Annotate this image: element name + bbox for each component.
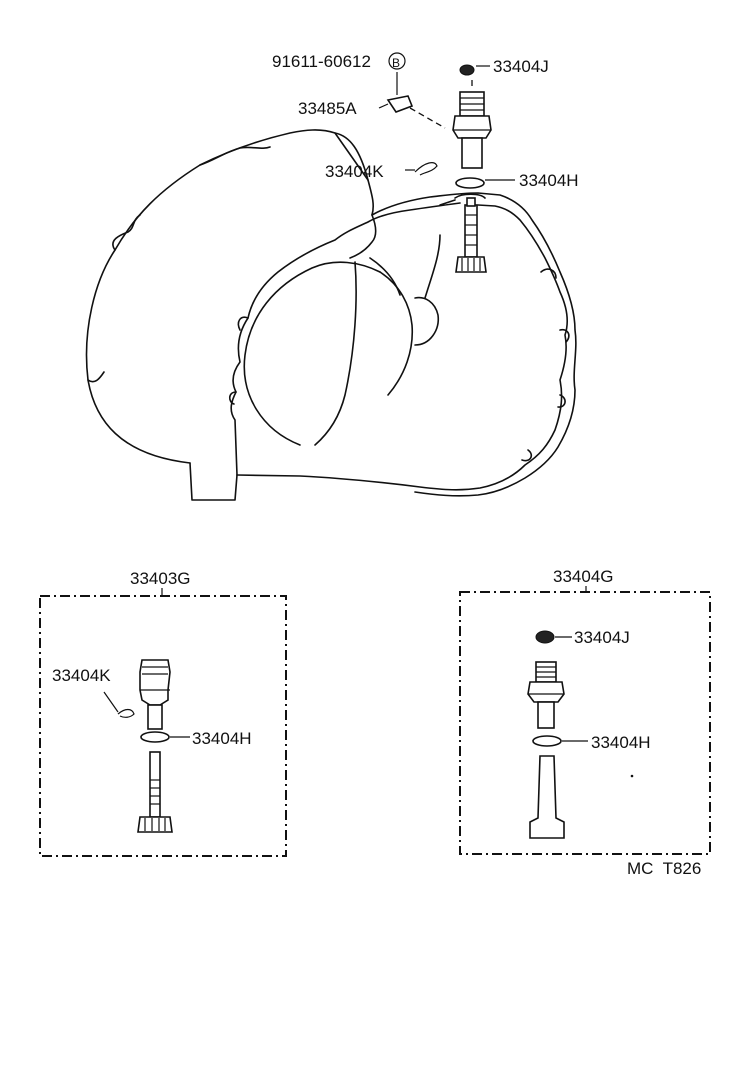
label-cap: 33404J [493,57,549,76]
kit-33403g: 33403G 33404K 33404H [39,569,287,857]
kit-33403g-clip-label: 33404K [52,666,111,685]
label-clip: 33404K [325,162,384,181]
kit-33403g-title: 33403G [130,569,191,588]
label-bolt: 91611-60612 [272,52,371,71]
kit-33404g: 33404G 33404J 33404H [459,567,711,855]
driven-gear-shaft [455,197,487,273]
label-o-ring: 33404H [519,171,579,190]
bolt-badge-circle [388,52,406,70]
lock-plate-part [386,95,414,113]
o-ring-part [455,177,485,189]
kit-33403g-o-ring-label: 33404H [192,729,252,748]
bolt-badge-letter: B [392,56,400,70]
kit-33404g-title: 33404G [553,567,614,586]
clip-part [414,162,438,176]
kit-33404g-cap-label: 33404J [574,628,630,647]
speedometer-sleeve [452,91,492,169]
footer-code: MC T826 [627,859,701,878]
kit-33404g-o-ring-label: 33404H [591,733,651,752]
kit-33403g-o-ring [140,731,170,743]
cap-part [459,64,475,76]
speedometer-assembly [378,52,515,273]
kit-33404g-o-ring [532,735,562,747]
kit-33403g-clip [117,708,135,718]
transmission-housing [85,129,577,501]
kit-33404g-cap [535,630,555,644]
label-lock-plate: 33485A [298,99,357,118]
